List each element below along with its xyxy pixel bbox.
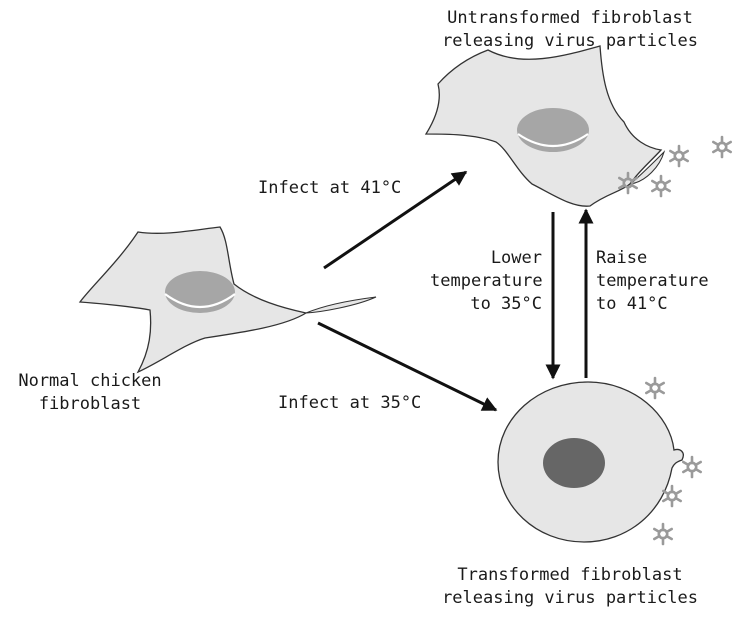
virus-particle <box>654 524 671 544</box>
normal-label-line2: fibroblast <box>0 393 180 416</box>
infect-35-label: Infect at 35°C <box>278 392 421 415</box>
normal-label-line1: Normal chicken <box>0 370 180 393</box>
virus-particle <box>646 378 663 398</box>
untransformed-label-line1: Untransformed fibroblast <box>420 7 720 30</box>
lower-label-line2: temperature <box>430 270 542 293</box>
virus-particle <box>713 137 730 157</box>
raise-label-line3: to 41°C <box>596 293 709 316</box>
virus-particle <box>652 176 669 196</box>
lower-label-line1: Lower <box>430 247 542 270</box>
transformed-label: Transformed fibroblast releasing virus p… <box>420 564 720 610</box>
lower-label-line3: to 35°C <box>430 293 542 316</box>
normal-fibroblast-label: Normal chicken fibroblast <box>0 370 180 416</box>
raise-temperature-label: Raise temperature to 41°C <box>596 247 709 316</box>
untransformed-label-line2: releasing virus particles <box>420 30 720 53</box>
untransformed-fibroblast-cell <box>426 46 664 206</box>
normal-fibroblast-cell <box>80 227 376 372</box>
lower-temperature-label: Lower temperature to 35°C <box>430 247 542 316</box>
transformed-label-line1: Transformed fibroblast <box>420 564 720 587</box>
normal-cell-edge-highlight <box>306 297 376 313</box>
transformed-fibroblast-cell <box>498 382 683 542</box>
transformed-cell-nucleus <box>543 438 605 488</box>
virus-particle <box>683 457 700 477</box>
transformed-label-line2: releasing virus particles <box>420 587 720 610</box>
infect-41-label: Infect at 41°C <box>258 177 401 200</box>
untransformed-label: Untransformed fibroblast releasing virus… <box>420 7 720 53</box>
virus-particle <box>670 146 687 166</box>
raise-label-line1: Raise <box>596 247 709 270</box>
raise-label-line2: temperature <box>596 270 709 293</box>
